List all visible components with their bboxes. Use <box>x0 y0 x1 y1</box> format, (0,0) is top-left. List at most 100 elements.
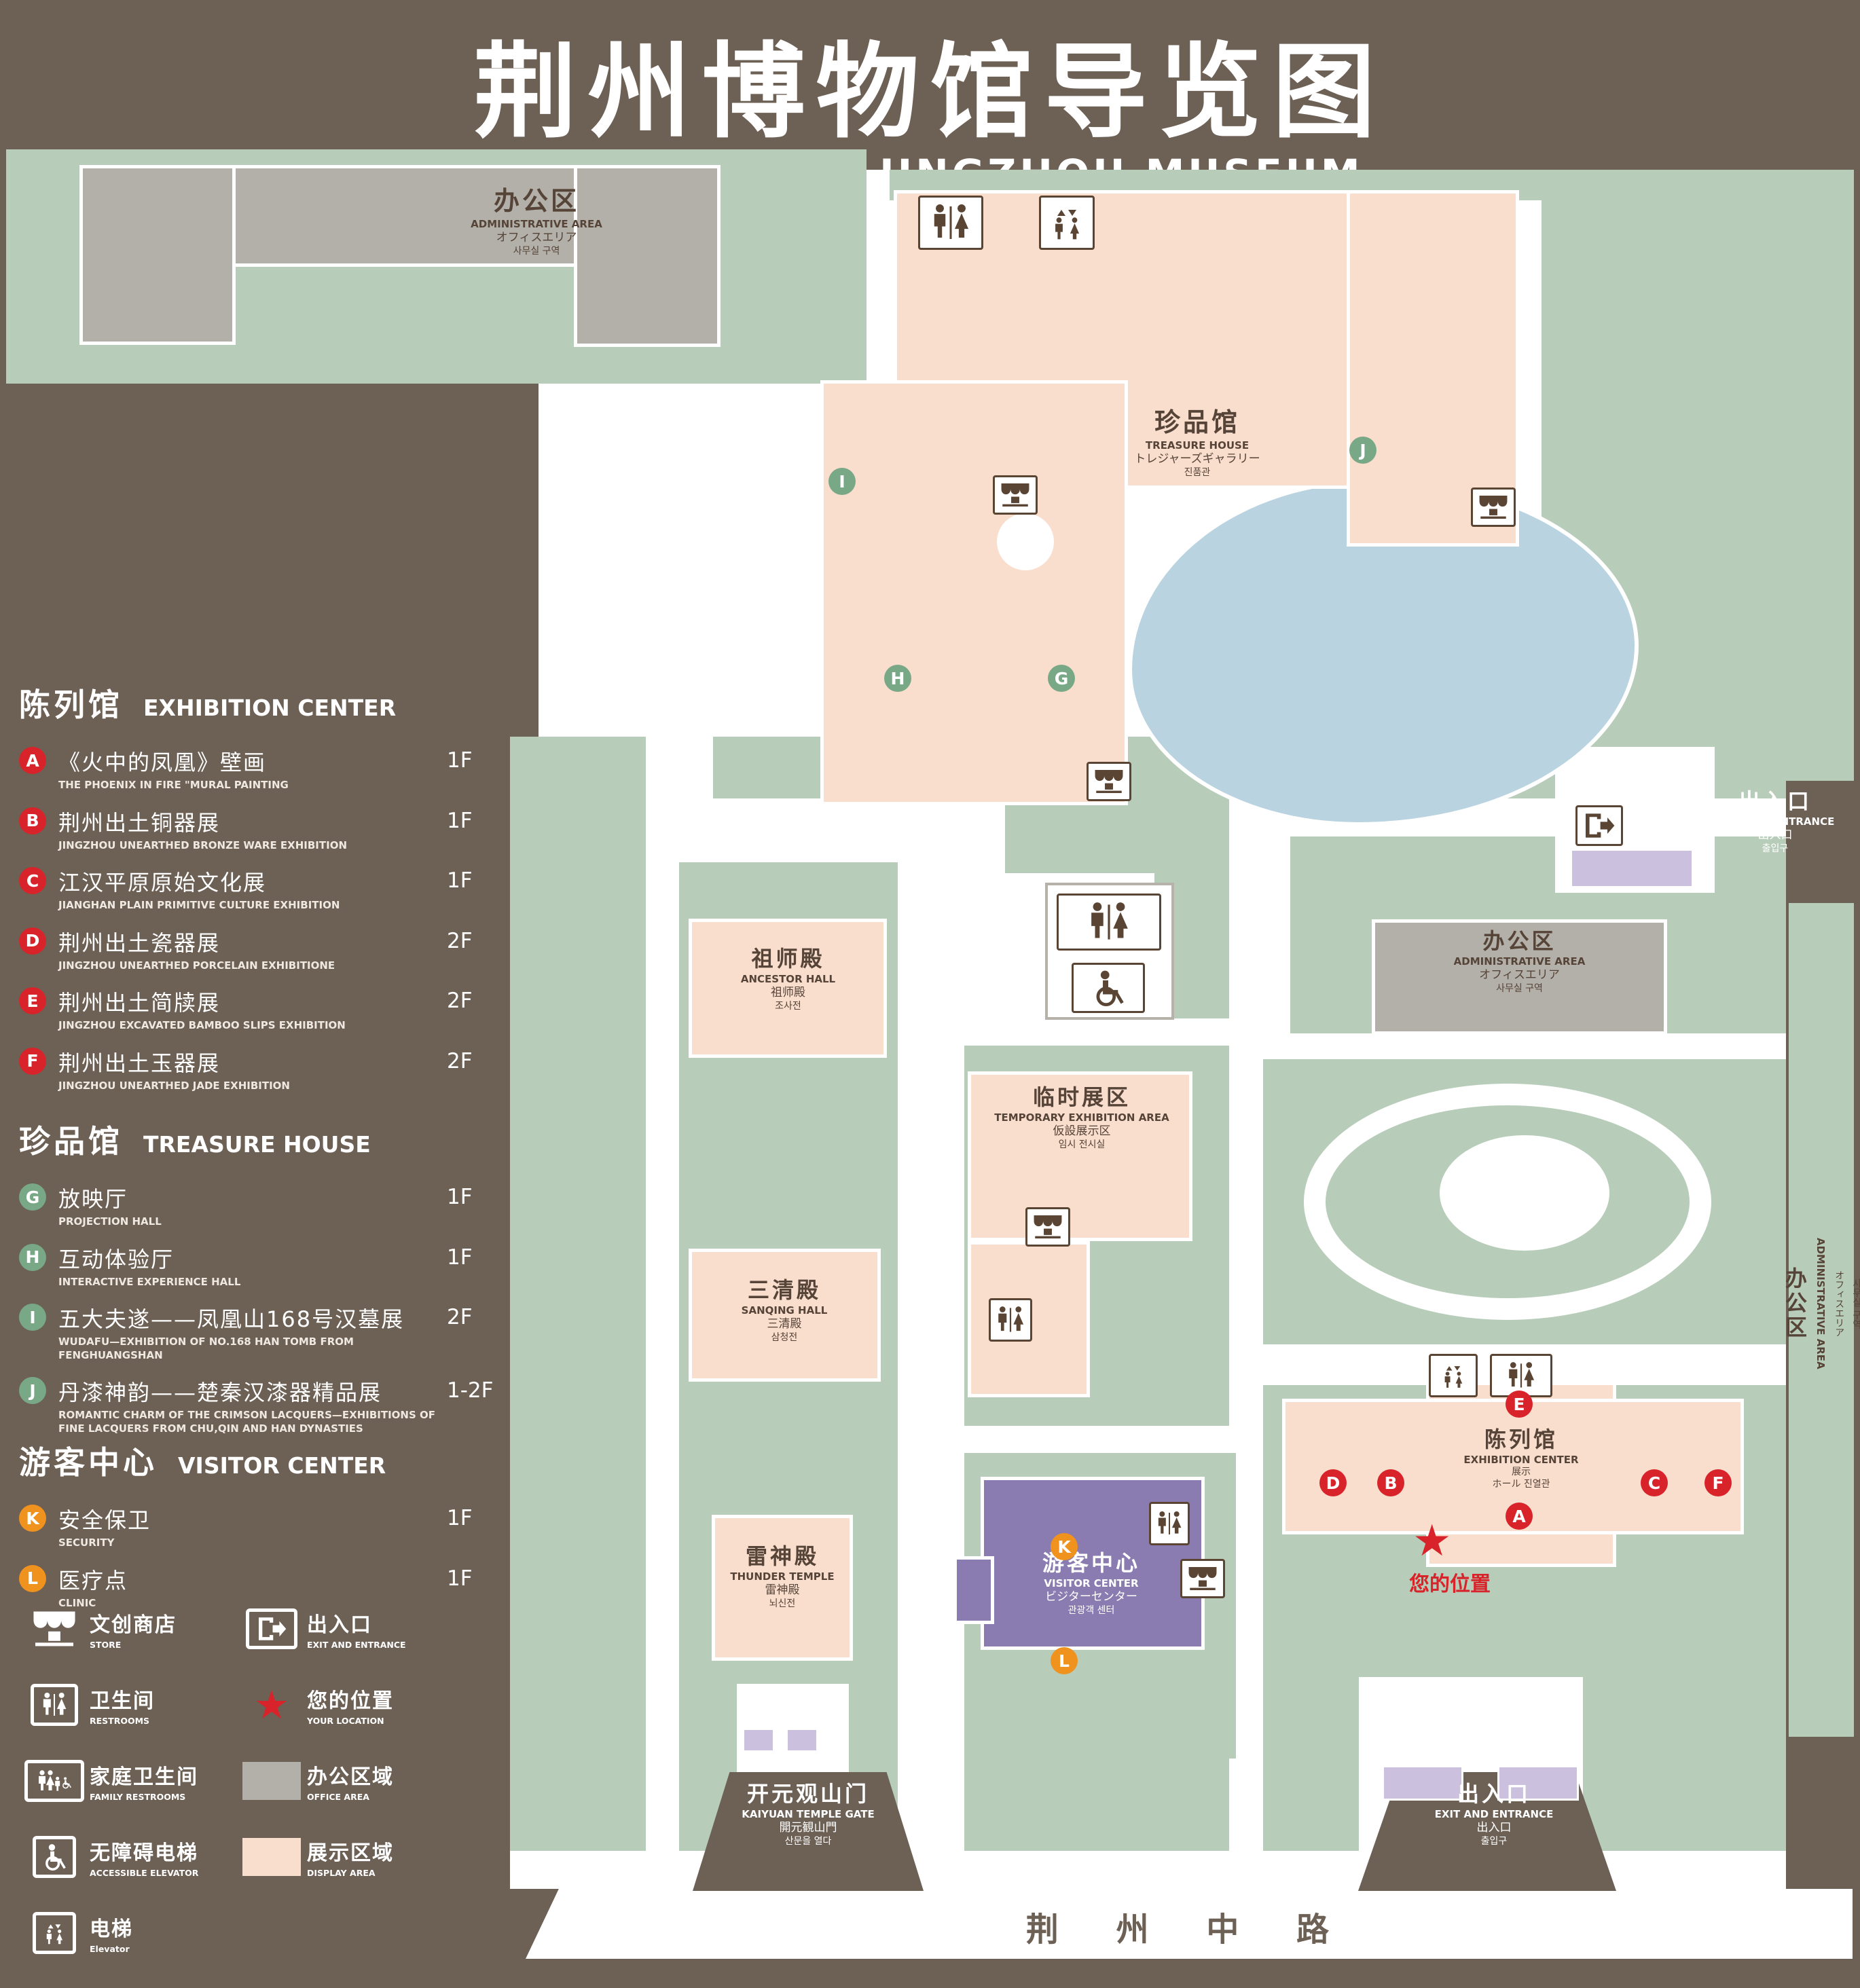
map-marker-L: L <box>1051 1647 1078 1674</box>
visitor-center-label: 游客中心 VISITOR CENTER ビジターセンター 관광객 센터 <box>1042 1550 1140 1616</box>
map-marker-I: I <box>828 468 856 495</box>
gate-structure-right <box>786 1728 818 1752</box>
elevator-icon <box>1039 196 1095 250</box>
display-area-swatch <box>236 1838 307 1876</box>
your-location-star-icon: ★ <box>1412 1516 1452 1566</box>
marker-badge: A <box>19 747 46 774</box>
gate-wedge <box>693 1772 924 1891</box>
floor-label: 1F <box>447 748 473 773</box>
ancestor-hall-label: 祖师殿 ANCESTOR HALL 祖师殿 조사전 <box>740 946 836 1012</box>
exit-top-right-label: 出入口 EXIT AND ENTRANCE 出入口 출입구 <box>1715 788 1835 854</box>
map-marker-D: D <box>1319 1469 1347 1496</box>
marker-badge: B <box>19 807 46 834</box>
restroom-icon <box>1057 894 1161 951</box>
floor-label: 2F <box>447 1305 473 1329</box>
store-icon <box>1471 487 1516 527</box>
garden-inner-plaza <box>1440 1135 1609 1251</box>
visitor-center-step <box>953 1556 994 1624</box>
marker-badge: E <box>19 987 46 1014</box>
restroom-icon <box>1149 1502 1190 1545</box>
exit-top-right-structure <box>1570 849 1694 888</box>
store-icon <box>993 475 1038 515</box>
exit-bottom-structure-right <box>1497 1765 1579 1801</box>
restroom-icon <box>19 1684 90 1726</box>
floor-label: 2F <box>447 989 473 1013</box>
temporary-exhibition-building-a <box>968 1071 1192 1241</box>
floor-label: 1F <box>447 868 473 893</box>
map-marker-B: B <box>1377 1469 1404 1496</box>
road <box>526 1889 1853 1959</box>
exit-bottom-structure-left <box>1382 1765 1463 1801</box>
restroom-icon <box>918 196 983 250</box>
map-marker-E: E <box>1506 1391 1533 1418</box>
marker-badge: J <box>19 1377 46 1404</box>
store-icon <box>1180 1559 1225 1598</box>
marker-badge: F <box>19 1047 46 1075</box>
store-icon <box>1087 762 1131 801</box>
marker-badge: C <box>19 867 46 894</box>
floor-label: 2F <box>447 1048 473 1073</box>
treasure-house-south-wing <box>820 380 1128 805</box>
elevator-icon <box>1429 1354 1478 1397</box>
admin-top-building-left-wing <box>79 165 236 345</box>
legend-header: 珍品馆 TREASURE HOUSE <box>19 1123 371 1160</box>
sanqing-hall-building <box>689 1249 881 1382</box>
floor-label: 1-2F <box>447 1378 494 1403</box>
treasure-house-east <box>1347 190 1519 547</box>
restroom-icon <box>989 1298 1032 1342</box>
map-marker-H: H <box>884 665 911 692</box>
map-marker-G: G <box>1048 665 1075 692</box>
marker-badge: D <box>19 927 46 955</box>
ground-visitor-south <box>964 1759 1229 1851</box>
marker-badge: I <box>19 1304 46 1331</box>
exit-icon <box>236 1608 307 1649</box>
map-marker-C: C <box>1641 1469 1668 1496</box>
store-icon <box>19 1610 90 1648</box>
floor-label: 2F <box>447 928 473 953</box>
road-label: 荆 州 中 路 <box>1025 1911 1353 1949</box>
map-marker-J: J <box>1349 437 1376 464</box>
treasure-house-round-court <box>997 513 1054 570</box>
thunder-temple-building <box>712 1515 853 1661</box>
admin-top-building-right-wing <box>574 165 721 347</box>
marker-badge: H <box>19 1243 46 1271</box>
store-icon <box>1025 1207 1070 1247</box>
office-area-swatch <box>236 1762 307 1800</box>
elevator-icon <box>19 1912 90 1954</box>
ground-right-strip <box>1789 903 1854 1737</box>
accessible-restroom-icon <box>1072 963 1145 1013</box>
accessible-elevator-icon <box>19 1836 90 1878</box>
floor-label: 1F <box>447 1566 473 1591</box>
ancestor-hall-building <box>689 919 887 1058</box>
ground-left-column <box>510 737 646 1851</box>
map-marker-F: F <box>1704 1469 1732 1496</box>
floor-label: 1F <box>447 1185 473 1209</box>
temporary-exhibition-label: 临时展区 TEMPORARY EXHIBITION AREA 仮設展示区 임시 … <box>994 1084 1169 1150</box>
your-location-label: 您的位置 <box>1409 1572 1491 1596</box>
marker-badge: G <box>19 1183 46 1211</box>
legend-header: 游客中心 VISITOR CENTER <box>19 1444 386 1481</box>
admin-strip-label: 办公区 ADMINISTRATIVE AREA オフィスエリア 사무실 구역 <box>1781 1238 1860 1369</box>
kaiyuan-gate-label: 开元观山门 KAIYUAN TEMPLE GATE 開元観山門 산문을 열다 <box>742 1781 875 1847</box>
family-restroom-icon <box>19 1760 90 1802</box>
